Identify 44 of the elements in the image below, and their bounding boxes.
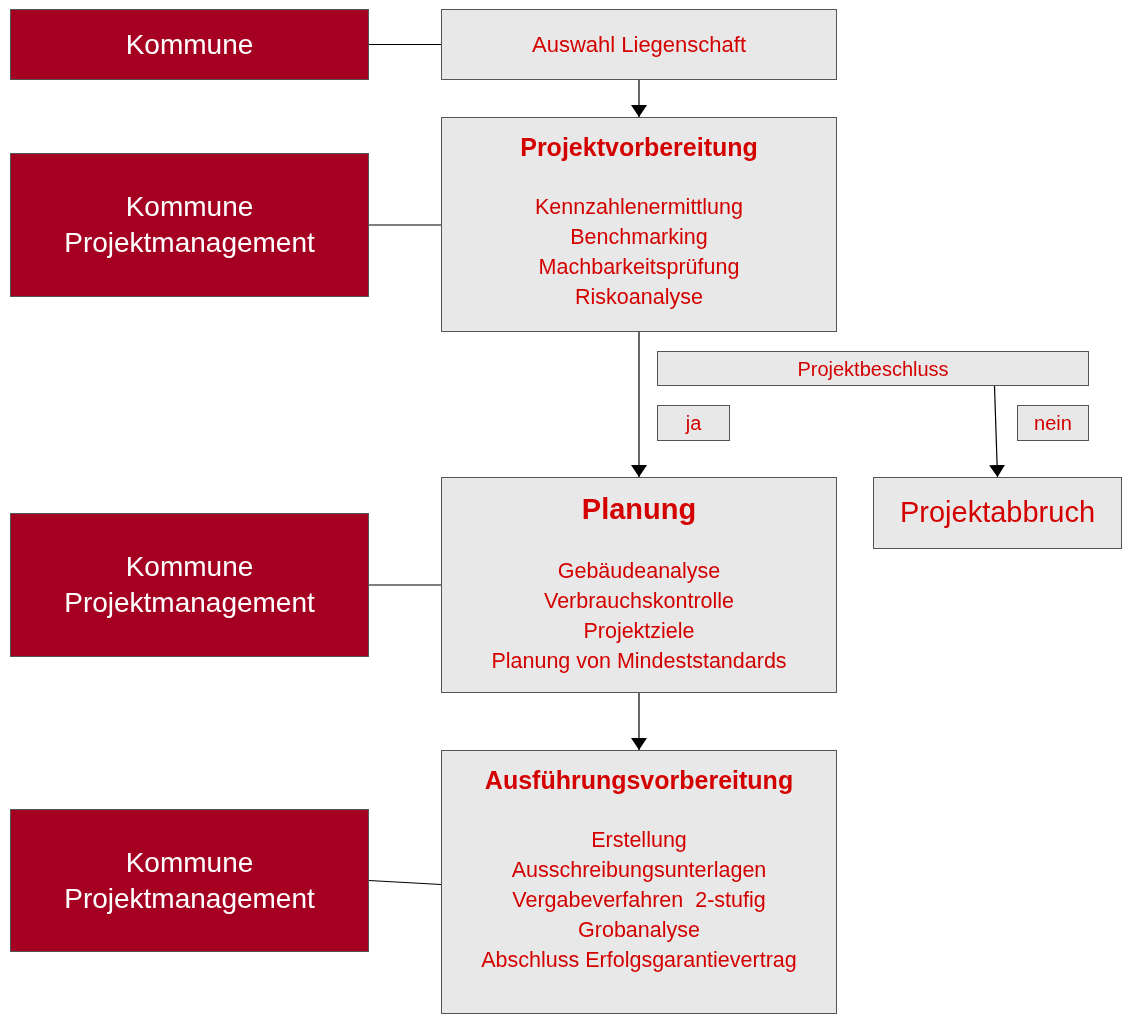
activity-text: Vergabeverfahren 2-stufig bbox=[512, 887, 766, 914]
activity-text: Projektziele bbox=[583, 618, 695, 645]
connector-line bbox=[368, 224, 442, 226]
activity-text: Grobanalyse bbox=[578, 917, 700, 944]
activity-text: Machbarkeitsprüfung bbox=[538, 254, 740, 281]
activity-text: Planung von Mindeststandards bbox=[491, 648, 787, 675]
phase-title: Ausführungsvorbereitung bbox=[484, 765, 794, 796]
activity-text: Riskoanalyse bbox=[575, 284, 703, 311]
activity-text: Benchmarking bbox=[570, 224, 708, 251]
arrow bbox=[989, 385, 1006, 478]
box-text: ja bbox=[685, 411, 702, 436]
end-box bbox=[873, 477, 1122, 549]
activity-text: Verbrauchskontrolle bbox=[544, 588, 734, 615]
role-text: Kommune Projektmanagement bbox=[63, 190, 316, 260]
box-text: Projektbeschluss bbox=[797, 356, 949, 382]
role-text: Kommune Projektmanagement bbox=[63, 845, 316, 916]
connector-line bbox=[368, 584, 442, 586]
activity-text: Erstellung Ausschreibungsunterlagen bbox=[510, 827, 768, 884]
box-text: nein bbox=[1034, 411, 1072, 436]
arrow bbox=[631, 79, 647, 118]
phase-box bbox=[441, 750, 837, 1014]
phase-title: Planung bbox=[581, 492, 697, 527]
phase-box bbox=[441, 117, 837, 332]
activity-text: Abschluss Erfolgsgarantievertrag bbox=[481, 947, 797, 974]
role-text: Kommune bbox=[125, 27, 254, 62]
role-box bbox=[10, 513, 369, 657]
decision-label bbox=[657, 405, 730, 441]
phase-title: Projektvorbereitung bbox=[520, 132, 758, 163]
box-text: Projektabbruch bbox=[899, 495, 1096, 531]
phase-box bbox=[441, 477, 837, 693]
decision-label bbox=[657, 351, 1089, 386]
decision-label bbox=[1017, 405, 1089, 441]
role-box bbox=[10, 809, 369, 952]
role-box bbox=[10, 9, 369, 80]
activity-text: Gebäudeanalyse bbox=[557, 558, 721, 585]
arrow bbox=[631, 331, 647, 478]
role-text: Kommune Projektmanagement bbox=[63, 550, 316, 620]
connector-line bbox=[368, 43, 442, 46]
box-text: Auswahl Liegenschaft bbox=[532, 31, 746, 59]
activity-text: Kennzahlenermittlung bbox=[535, 194, 743, 221]
step-box bbox=[441, 9, 837, 80]
arrow bbox=[631, 692, 647, 751]
connector-line bbox=[368, 879, 442, 886]
role-box bbox=[10, 153, 369, 297]
